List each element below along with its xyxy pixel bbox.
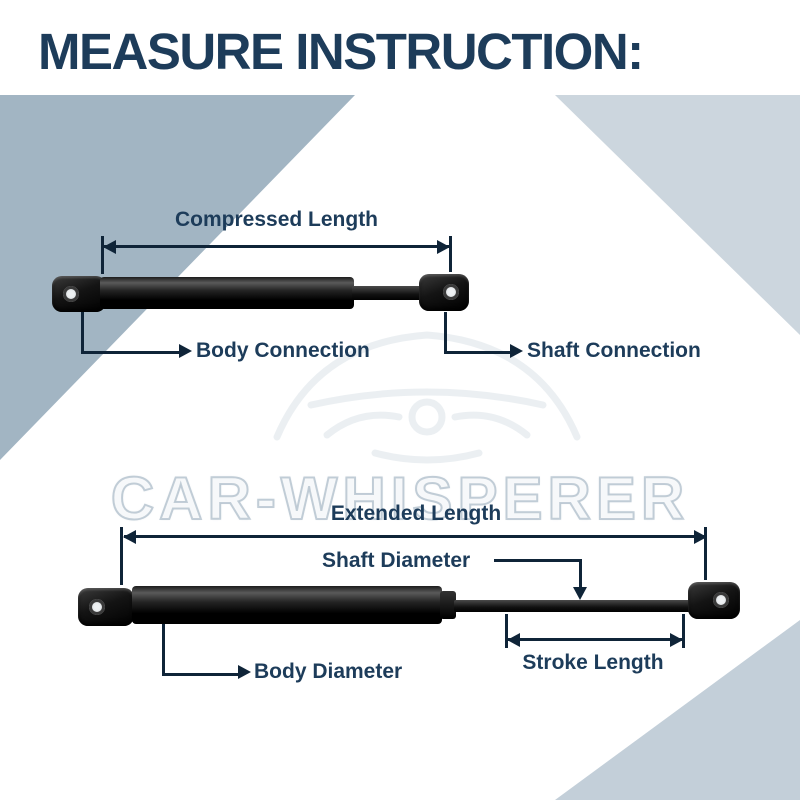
eyelet-hole	[63, 286, 79, 302]
body-diameter-callout-line	[162, 624, 243, 676]
body-end-fitting	[52, 276, 106, 312]
stroke-length-arrow	[507, 632, 683, 647]
shaft-diameter-callout-line	[494, 559, 582, 562]
shaft-connection-callout-line	[444, 312, 515, 354]
shaft-end-fitting	[688, 582, 740, 619]
dimension-tick-right	[449, 236, 452, 272]
stroke-tick-right	[682, 614, 685, 648]
piston-rod-extended	[454, 600, 694, 612]
shaft-connection-arrowhead	[510, 344, 523, 358]
watermark-text: CAR-WHISPERER	[110, 464, 690, 533]
shaft-diameter-label: Shaft Diameter	[322, 549, 471, 572]
eyelet-hole	[89, 599, 105, 615]
compressed-length-arrow	[103, 239, 450, 254]
eyelet-hole	[443, 284, 459, 300]
piston-rod-compressed	[352, 286, 422, 300]
shaft-end-fitting	[419, 274, 469, 311]
shaft-connection-label: Shaft Connection	[527, 339, 701, 362]
extended-length-label: Extended Length	[330, 502, 502, 525]
body-connection-arrowhead	[179, 344, 192, 358]
body-connection-label: Body Connection	[196, 339, 370, 362]
shaft-diameter-callout-line	[579, 559, 582, 589]
extended-length-arrow	[123, 529, 707, 544]
dimension-tick-left	[101, 236, 104, 274]
eyelet-hole	[713, 592, 729, 608]
shaft-diameter-arrowhead	[573, 587, 587, 600]
page-title: MEASURE INSTRUCTION:	[38, 23, 644, 80]
compressed-length-label: Compressed Length	[174, 208, 379, 231]
stroke-tick-left	[505, 614, 508, 648]
dimension-tick-right	[704, 527, 707, 580]
strut-body-cylinder	[100, 277, 354, 309]
body-end-fitting	[78, 588, 134, 626]
body-diameter-arrowhead	[238, 665, 251, 679]
body-connection-callout-line	[81, 312, 184, 354]
stroke-length-label: Stroke Length	[522, 651, 664, 674]
rod-seal-collar	[440, 591, 456, 619]
strut-body-cylinder	[132, 586, 442, 624]
body-diameter-label: Body Diameter	[254, 660, 403, 683]
car-watermark-icon	[255, 285, 600, 480]
dimension-tick-left	[120, 527, 123, 585]
